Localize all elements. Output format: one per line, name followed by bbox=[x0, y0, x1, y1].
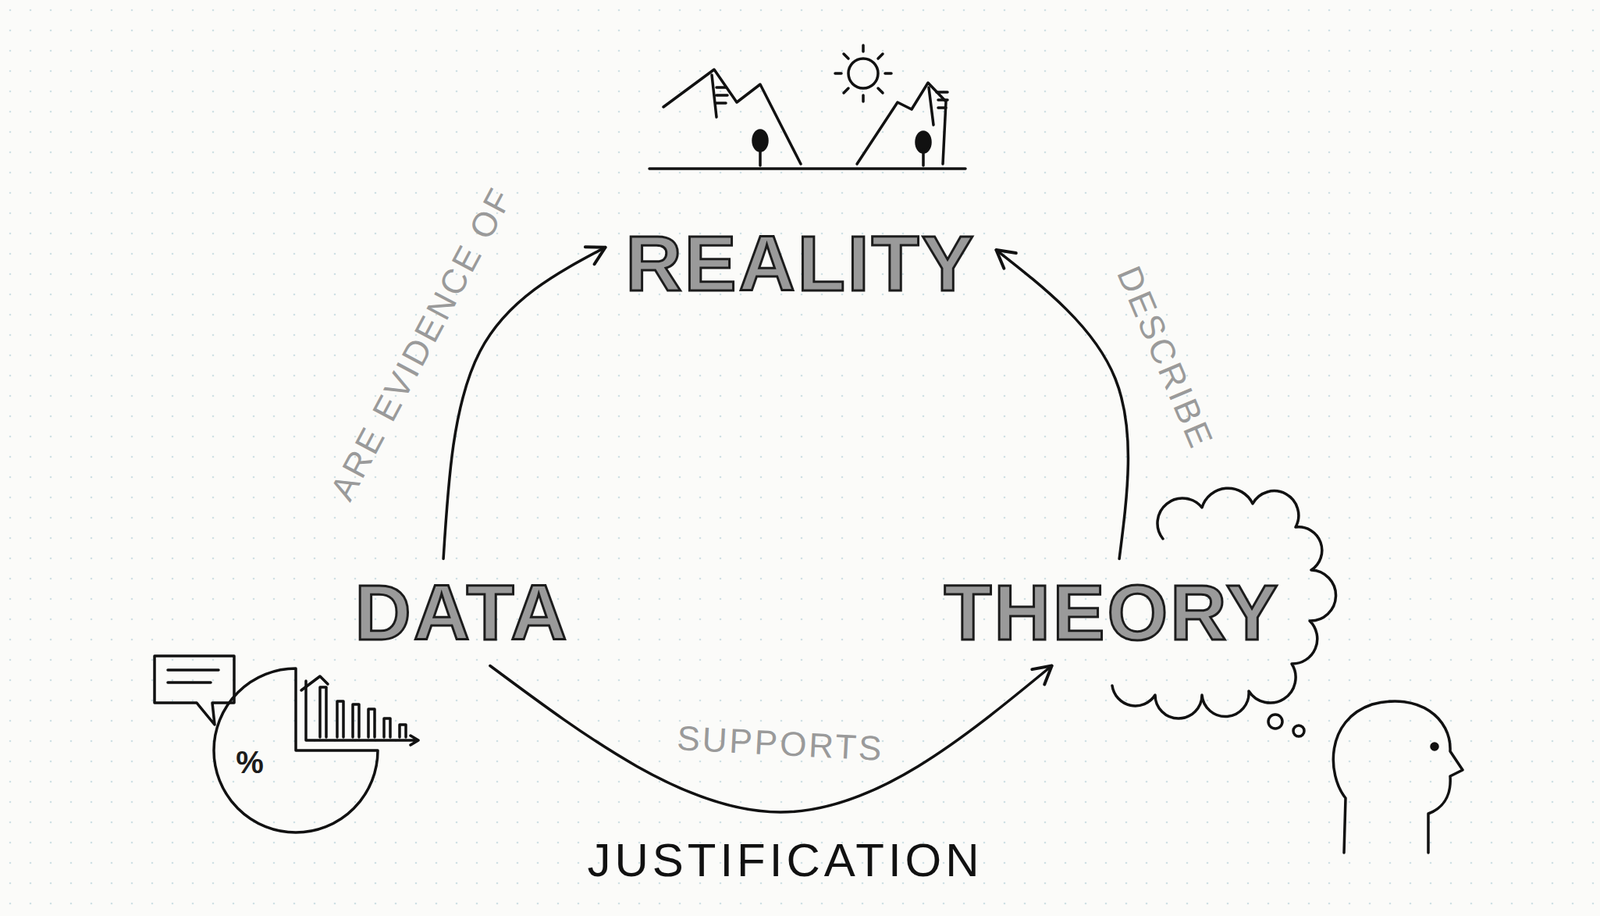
sun bbox=[835, 45, 892, 102]
icon-label: % bbox=[235, 746, 264, 778]
eye bbox=[1431, 743, 1438, 750]
mountains bbox=[649, 69, 966, 169]
concept-label: REALITY bbox=[625, 222, 977, 305]
thought-bubble bbox=[1268, 714, 1283, 729]
curved-arrow bbox=[995, 249, 1128, 559]
pie-chart bbox=[213, 668, 378, 832]
curved-arrow bbox=[490, 665, 1053, 813]
caption: JUSTIFICATION bbox=[586, 836, 983, 884]
bar-chart bbox=[301, 675, 419, 745]
concept-word: REALITY bbox=[616, 219, 986, 308]
trees bbox=[753, 130, 931, 166]
concept-label: THEORY bbox=[944, 571, 1281, 654]
concept-word: DATA bbox=[345, 568, 580, 657]
concept-word: THEORY bbox=[935, 568, 1291, 657]
thought-bubble bbox=[1293, 725, 1305, 736]
concept-label: DATA bbox=[355, 571, 570, 654]
head-profile bbox=[1333, 700, 1463, 853]
